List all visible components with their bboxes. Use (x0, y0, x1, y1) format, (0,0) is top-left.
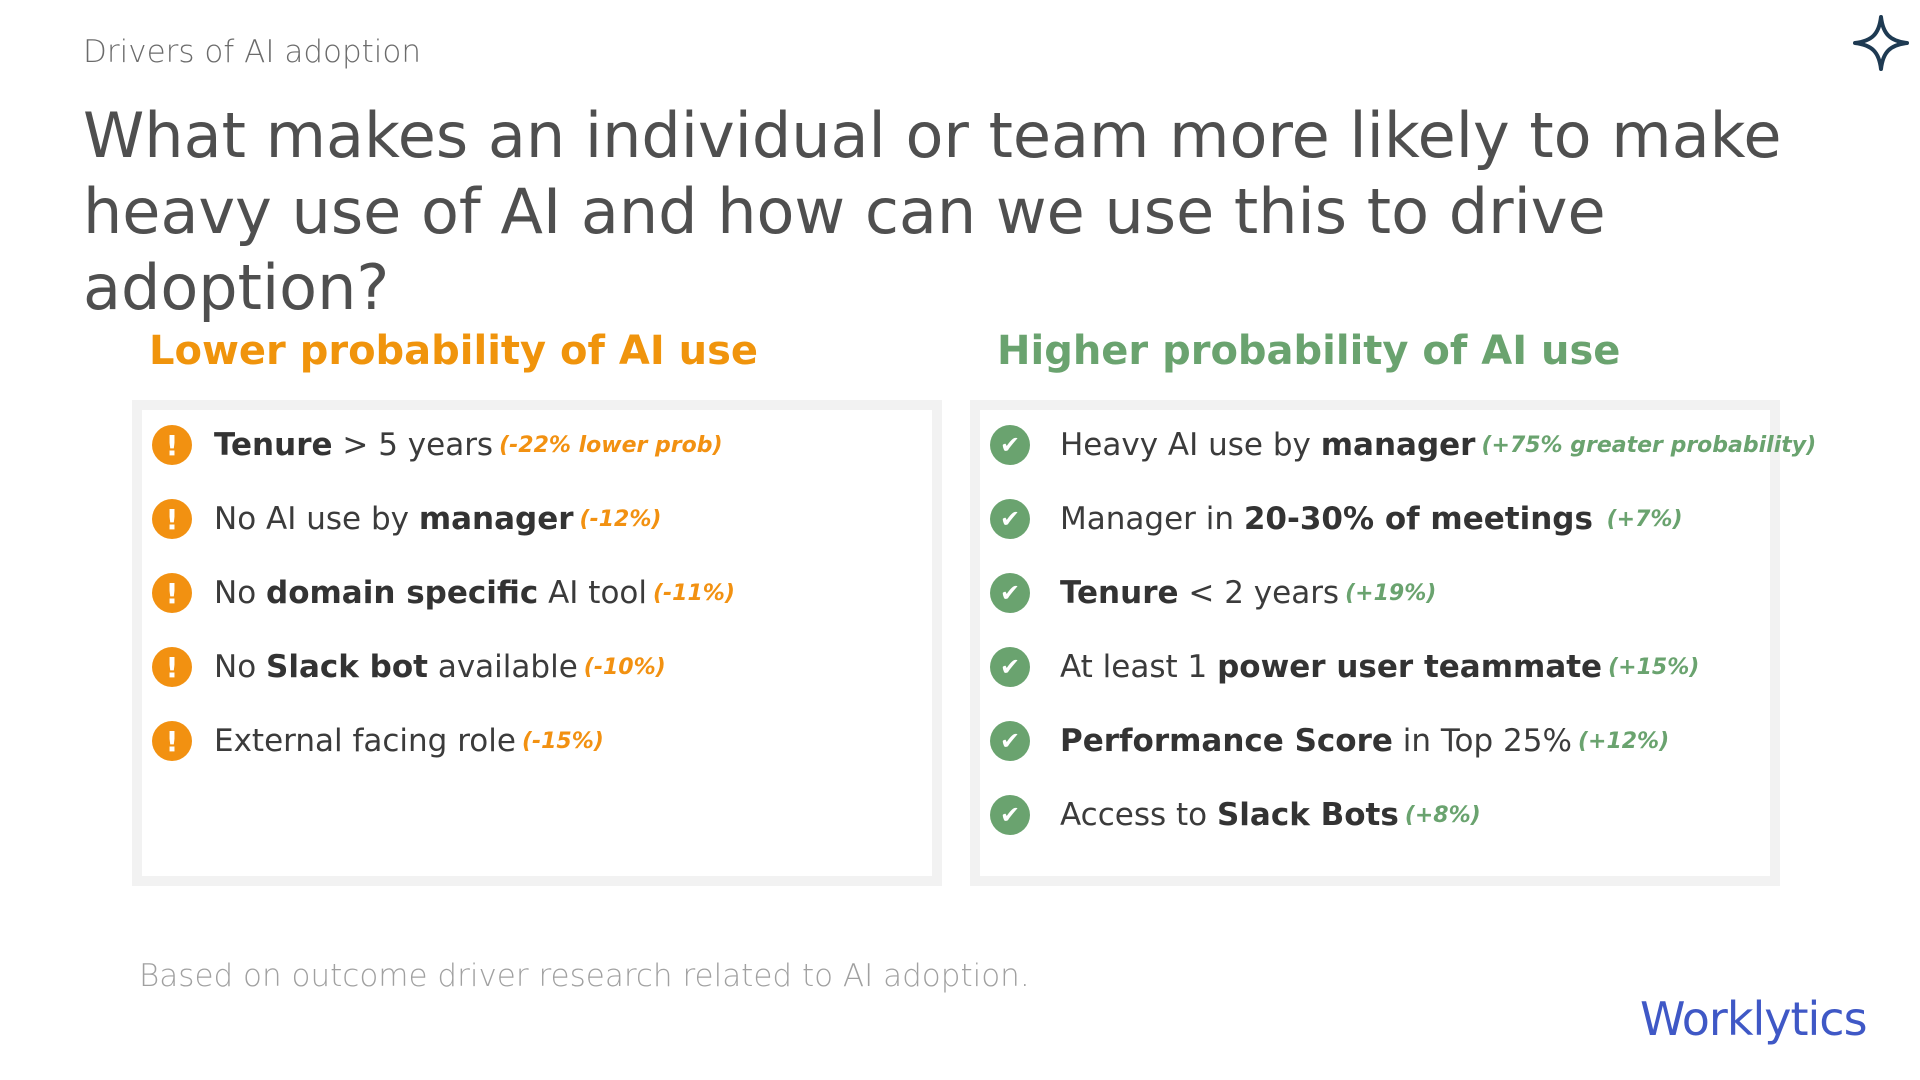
exclamation-icon: ! (152, 499, 192, 539)
sparkle-star-icon (1853, 15, 1909, 71)
item-emphasis-text: power user teammate (1217, 649, 1603, 685)
lower-list-item: ! No Slack bot available(-10%) (152, 640, 666, 694)
eyebrow-label: Drivers of AI adoption (83, 34, 422, 70)
higher-list-item: ✔ Performance Score in Top 25%(+12%) (990, 714, 1669, 768)
lower-list-item: ! External facing role(-15%) (152, 714, 604, 768)
higher-list-item: ✔ Access to Slack Bots(+8%) (990, 788, 1481, 842)
checkmark-icon: ✔ (990, 647, 1030, 687)
probability-delta: (-22% lower prob) (499, 432, 723, 458)
item-text: No AI use by (214, 501, 419, 537)
higher-probability-heading: Higher probability of AI use (997, 328, 1621, 374)
higher-list-item: ✔ At least 1 power user teammate(+15%) (990, 640, 1699, 694)
footnote: Based on outcome driver research related… (139, 958, 1030, 994)
higher-list-item: ✔ Tenure < 2 years(+19%) (990, 566, 1436, 620)
exclamation-icon: ! (152, 425, 192, 465)
lower-probability-heading: Lower probability of AI use (149, 328, 759, 374)
item-emphasis-text: 20-30% of meetings (1243, 501, 1593, 537)
higher-list-item: ✔ Manager in 20-30% of meetings (+7%) (990, 492, 1683, 546)
item-emphasis-text: manager (418, 501, 574, 537)
higher-probability-panel: ✔ Heavy AI use by manager(+75% greater pr… (970, 400, 1816, 886)
item-emphasis-text: Slack bot (266, 649, 428, 685)
item-emphasis-text: Tenure (1060, 575, 1179, 611)
probability-delta: (+8%) (1404, 802, 1481, 828)
item-emphasis-text: manager (1320, 427, 1476, 463)
item-text: Access to (1060, 797, 1217, 833)
probability-delta: (-15%) (521, 728, 604, 754)
item-text: in Top 25% (1392, 723, 1572, 759)
item-text: AI tool (538, 575, 647, 611)
item-emphasis-text: Slack Bots (1216, 797, 1399, 833)
item-text: No (214, 575, 267, 611)
item-text: External facing role (214, 723, 516, 759)
higher-list-item: ✔ Heavy AI use by manager(+75% greater pr… (990, 418, 1816, 472)
probability-delta: (+12%) (1577, 728, 1670, 754)
probability-delta: (+75% greater probability) (1481, 432, 1817, 458)
probability-delta: (-10%) (583, 654, 666, 680)
probability-delta: (-12%) (579, 506, 662, 532)
item-text: Manager in (1060, 501, 1244, 537)
item-text: < 2 years (1178, 575, 1340, 611)
probability-delta: (-11%) (653, 580, 735, 606)
checkmark-icon: ✔ (990, 499, 1030, 539)
exclamation-icon: ! (152, 721, 192, 761)
lower-list-item: ! No AI use by manager(-12%) (152, 492, 661, 546)
probability-delta: (+15%) (1608, 654, 1700, 680)
checkmark-icon: ✔ (990, 795, 1030, 835)
lower-probability-panel: ! Tenure > 5 years(-22% lower prob)! No AI… (132, 400, 942, 886)
item-text: At least 1 (1060, 649, 1218, 685)
checkmark-icon: ✔ (990, 721, 1030, 761)
page-title: What makes an individual or team more li… (83, 99, 1782, 324)
item-emphasis-text: Tenure (214, 427, 333, 463)
item-emphasis-text: Performance Score (1060, 723, 1393, 759)
item-text: available (427, 649, 578, 685)
item-text: Heavy AI use by (1060, 427, 1321, 463)
exclamation-icon: ! (152, 573, 192, 613)
probability-delta: (+19%) (1345, 580, 1437, 606)
lower-list-item: ! No domain specific AI tool(-11%) (152, 566, 735, 620)
lower-list-item: ! Tenure > 5 years(-22% lower prob) (152, 418, 723, 472)
item-emphasis-text: domain specific (266, 575, 539, 611)
checkmark-icon: ✔ (990, 425, 1030, 465)
exclamation-icon: ! (152, 647, 192, 687)
checkmark-icon: ✔ (990, 573, 1030, 613)
worklytics-logo: Worklytics (1640, 992, 1868, 1046)
item-text: > 5 years (332, 427, 494, 463)
item-text: No (214, 649, 267, 685)
probability-delta: (+7%) (1598, 506, 1683, 532)
